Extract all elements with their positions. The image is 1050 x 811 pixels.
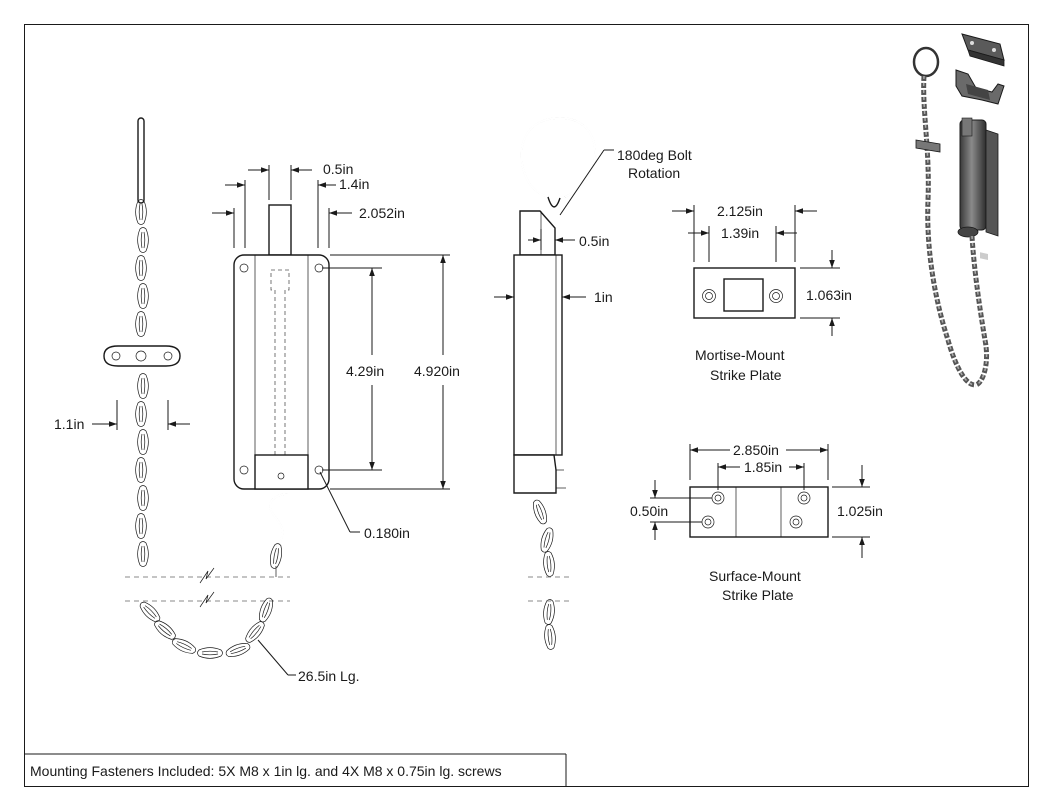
- chain-link-icon: [137, 227, 149, 253]
- chain-link-icon: [137, 485, 149, 511]
- mortise-strike-plate: 2.125in 1.39in 1.063in Mortise-Mount Str…: [672, 203, 852, 383]
- chain-link-icon: [137, 283, 149, 309]
- isometric-render: [912, 33, 1005, 388]
- bolt-tip: [268, 204, 292, 256]
- dim-1-1in: 1.1in: [54, 416, 84, 432]
- bolt-rotation-line2: Rotation: [628, 165, 680, 181]
- chain-front-view: 1.1in: [54, 117, 190, 567]
- chain-link-icon: [137, 373, 149, 399]
- front-dimensions: 0.5in 1.4in 2.052in 4.29in 4.920in 0.180…: [212, 161, 460, 541]
- chain-break-lines: [125, 567, 290, 608]
- mounting-plate: [233, 254, 330, 490]
- dim-1-85in: 1.85in: [744, 459, 782, 475]
- surface-strike-plate: 2.850in 1.85in 0.50in 1.025in Surface-Mo…: [630, 442, 883, 603]
- surface-title-line1: Surface-Mount: [709, 568, 801, 584]
- dim-1-025in: 1.025in: [837, 503, 883, 519]
- bolt-front-view: [233, 204, 330, 577]
- mortise-title-line1: Mortise-Mount: [695, 347, 785, 363]
- dim-1-4in: 1.4in: [339, 176, 369, 192]
- dim-2-052in: 2.052in: [359, 205, 405, 221]
- mortise-title-line2: Strike Plate: [710, 367, 782, 383]
- chain-loop: 26.5in Lg.: [137, 596, 360, 684]
- chain-link-icon: [137, 541, 149, 567]
- dim-1-063in: 1.063in: [806, 287, 852, 303]
- surface-title-line2: Strike Plate: [722, 587, 794, 603]
- bolt-side-view: 180deg Bolt Rotation 0.5in 1in: [494, 116, 692, 651]
- dim-26-5in: 26.5in Lg.: [298, 668, 360, 684]
- dim-2-125in: 2.125in: [717, 203, 763, 219]
- chain-link-icon: [135, 401, 147, 427]
- dim-1in: 1in: [594, 289, 613, 305]
- dim-4-29in: 4.29in: [346, 363, 384, 379]
- sheet-border: [24, 24, 1029, 787]
- dim-0-180in: 0.180in: [364, 525, 410, 541]
- chain-link-icon: [135, 513, 147, 539]
- chain-clip-plate: [103, 345, 181, 367]
- chain-link-icon: [135, 457, 147, 483]
- dim-1-39in: 1.39in: [721, 225, 759, 241]
- bolt-rotation-line1: 180deg Bolt: [617, 147, 692, 163]
- dim-2-850in: 2.850in: [733, 442, 779, 458]
- dim-4-920in: 4.920in: [414, 363, 460, 379]
- dim-0-50in: 0.50in: [630, 503, 668, 519]
- fasteners-note: Mounting Fasteners Included: 5X M8 x 1in…: [30, 763, 502, 779]
- dim-0-5in-side: 0.5in: [579, 233, 609, 249]
- dim-0-5in-top: 0.5in: [323, 161, 353, 177]
- chain-link-icon: [135, 255, 147, 281]
- chain-link-icon: [135, 311, 147, 337]
- chain-link-icon: [137, 429, 149, 455]
